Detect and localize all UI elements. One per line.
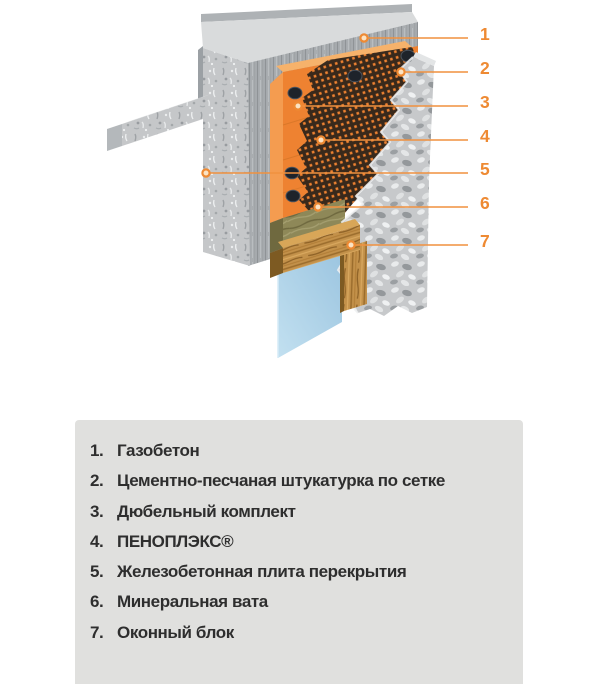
callout-5: 5 <box>201 159 490 179</box>
callout-group: 1 2 3 4 5 <box>201 24 490 251</box>
callout-2: 2 <box>396 58 490 78</box>
callout-number: 4 <box>480 126 490 146</box>
callout-number: 6 <box>480 193 490 213</box>
legend-item-5: 5. Железобетонная плита перекрытия <box>90 557 523 587</box>
penoplex-side-face <box>270 72 283 223</box>
dowel <box>347 69 363 83</box>
legend-item-3: 3. Дюбельный комплект <box>90 497 523 527</box>
callout-dot <box>316 135 326 145</box>
legend-item-label: ПЕНОПЛЭКС® <box>117 531 234 551</box>
legend-item-number: 2. <box>90 471 104 491</box>
callout-dot <box>313 202 323 212</box>
callout-dot <box>346 240 356 250</box>
callout-number: 7 <box>480 231 490 251</box>
dowel <box>287 86 303 100</box>
callout-number: 1 <box>480 24 490 44</box>
legend-item-number: 6. <box>90 592 104 612</box>
window-glass <box>278 254 342 358</box>
dowel <box>285 189 301 203</box>
legend-item-label: Дюбельный комплект <box>117 501 296 521</box>
plaster-top-face <box>413 52 436 66</box>
legend-item-2: 2. Цементно-песчаная штукатурка по сетке <box>90 466 523 496</box>
legend-item-label: Железобетонная плита перекрытия <box>117 562 407 582</box>
callout-dot <box>201 168 211 178</box>
callout-7: 7 <box>346 231 490 251</box>
callout-dot <box>396 67 406 77</box>
legend-item-number: 5. <box>90 562 104 582</box>
callout-3: 3 <box>293 92 490 112</box>
legend-item-label: Минеральная вата <box>117 592 268 612</box>
legend-item-number: 7. <box>90 622 104 642</box>
callout-number: 3 <box>480 92 490 112</box>
legend-panel: 1. Газобетон 2. Цементно-песчаная штукат… <box>75 420 523 684</box>
penoplex-top-face <box>276 41 412 72</box>
legend-item-label: Оконный блок <box>117 622 234 642</box>
back-panel-edge <box>198 46 203 99</box>
callout-number: 2 <box>480 58 490 78</box>
legend-item-number: 1. <box>90 441 104 460</box>
legend-item-7: 7. Оконный блок <box>90 618 523 648</box>
callout-number: 5 <box>480 159 490 179</box>
legend-list: 1. Газобетон 2. Цементно-песчаная штукат… <box>90 436 523 648</box>
legend-item-4: 4. ПЕНОПЛЭКС® <box>90 527 523 557</box>
callout-dot <box>359 33 369 43</box>
window-jamb-edge <box>340 248 344 313</box>
mineral-wool-layer <box>283 199 345 248</box>
back-panel-top <box>201 4 412 22</box>
plaster-mesh-layer <box>297 47 416 231</box>
insulation-diagram: 1 2 3 4 5 <box>107 4 490 358</box>
callout-dot <box>293 101 303 111</box>
callout-1: 1 <box>359 24 490 44</box>
window-beam-side-face <box>270 248 283 278</box>
legend-item-1: 1. Газобетон <box>90 436 523 466</box>
window-beam <box>283 225 360 273</box>
mineral-wool-side-face <box>270 218 283 253</box>
legend-item-label: Цементно-песчаная штукатурка по сетке <box>117 471 445 491</box>
callout-4: 4 <box>316 126 490 146</box>
floor-slab-end-face <box>107 124 122 151</box>
window-beam-top-face <box>278 219 360 248</box>
callout-6: 6 <box>313 193 490 213</box>
window-jamb <box>344 241 367 311</box>
legend-item-label: Газобетон <box>117 441 200 460</box>
legend-item-6: 6. Минеральная вата <box>90 587 523 617</box>
aerated-concrete-top-face <box>201 12 418 63</box>
aerated-concrete-wall <box>203 48 250 266</box>
floor-slab <box>122 97 203 146</box>
floor-slab-top-face <box>122 93 214 124</box>
legend-item-number: 3. <box>90 501 104 521</box>
legend-item-number: 4. <box>90 531 104 551</box>
